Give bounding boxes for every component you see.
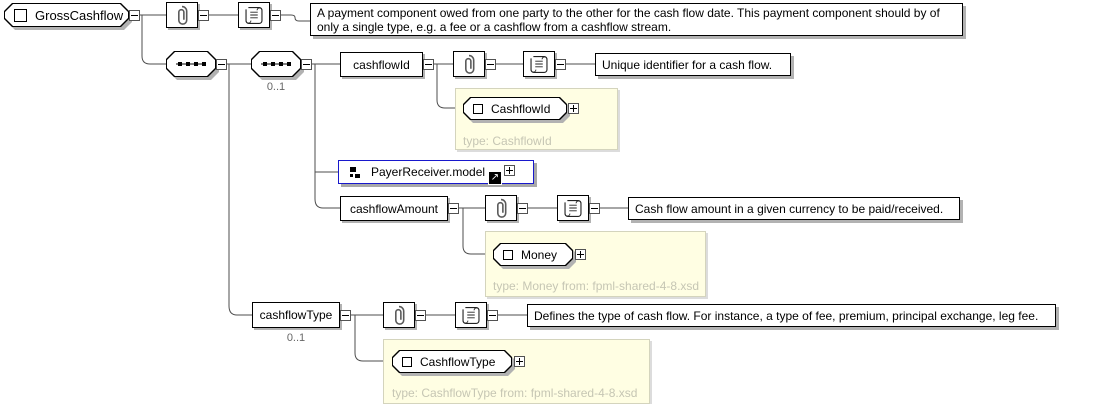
collapse-handle-cashflowamount-attrs[interactable]: [517, 203, 528, 214]
type-node-cashflowtype-label: CashflowType: [420, 354, 496, 369]
expand-handle-cashflowtype-type[interactable]: [514, 356, 525, 367]
occurrence-label-seq-inner: 0..1: [266, 81, 286, 93]
documentation-cashflowid-text: Unique identifier for a cash flow.: [602, 57, 773, 72]
element-box-cashflowid[interactable]: cashflowId: [340, 52, 423, 77]
attributes-box-cashflowtype[interactable]: [383, 302, 415, 328]
documentation-cashflowamount: Cash flow amount in a given currency to …: [628, 197, 960, 220]
expand-handle-cashflowid-type[interactable]: [568, 103, 579, 114]
element-label-cashflowtype: cashflowType: [259, 308, 333, 322]
annotation-box-cashflowid[interactable]: [523, 51, 555, 77]
element-box-cashflowamount[interactable]: cashflowAmount: [340, 196, 448, 221]
group-ref-label: PayerReceiver.model: [371, 165, 486, 179]
element-label-cashflowid: cashflowId: [353, 57, 410, 72]
collapse-handle-cashflowid-annot[interactable]: [555, 59, 566, 70]
collapse-handle-cashflowamount-annot[interactable]: [589, 203, 600, 214]
documentation-root-line2: only a single type, e.g. a fee or a cash…: [317, 19, 672, 34]
collapse-handle-cashflowtype[interactable]: [340, 310, 351, 321]
type-note-money: type: Money from: fpml-shared-4-8.xsd: [493, 279, 700, 293]
collapse-handle-root-attrs[interactable]: [198, 10, 209, 21]
element-label-cashflowamount: cashflowAmount: [349, 201, 439, 216]
annotation-box-root[interactable]: [238, 2, 270, 28]
type-node-cashflowid[interactable]: CashflowId: [463, 97, 567, 120]
type-node-money[interactable]: Money: [493, 243, 573, 266]
paperclip-icon: [465, 54, 475, 74]
root-element-grosscashflow[interactable]: GrossCashflow: [4, 3, 129, 27]
documentation-cashflowamount-text: Cash flow amount in a given currency to …: [635, 201, 944, 216]
collapse-handle-seq-inner[interactable]: [301, 59, 312, 70]
collapse-handle-root[interactable]: [129, 10, 140, 21]
element-square-icon: [402, 356, 412, 367]
annotation-box-cashflowtype[interactable]: [455, 302, 487, 328]
link-arrow-icon[interactable]: ↗: [488, 171, 502, 185]
paperclip-icon: [497, 198, 507, 218]
attributes-box-cashflowamount[interactable]: [485, 195, 517, 221]
expand-handle-money-type[interactable]: [575, 249, 586, 260]
type-node-cashflowid-label: CashflowId: [491, 101, 551, 116]
collapse-handle-cashflowid[interactable]: [423, 59, 434, 70]
attributes-box-root[interactable]: [166, 2, 198, 28]
paperclip-icon: [178, 5, 188, 25]
type-note-cashflowid: type: CashflowId: [463, 134, 552, 148]
annotation-scroll-icon: [245, 6, 263, 24]
element-box-cashflowtype[interactable]: cashflowType: [252, 302, 340, 328]
element-square-icon: [473, 103, 483, 114]
documentation-root: A payment component owed from one party …: [310, 3, 963, 36]
documentation-cashflowid: Unique identifier for a cash flow.: [595, 53, 791, 76]
occurrence-label-cashflowtype: 0..1: [286, 332, 306, 344]
annotation-box-cashflowamount[interactable]: [557, 195, 589, 221]
model-group-icon: [350, 166, 360, 178]
type-node-money-label: Money: [521, 247, 558, 262]
sequence-dots-icon: [261, 62, 291, 66]
paperclip-icon: [395, 305, 405, 325]
root-element-label: GrossCashflow: [35, 7, 124, 23]
documentation-cashflowtype-text: Defines the type of cash flow. For insta…: [534, 308, 1039, 323]
collapse-handle-seq-outer[interactable]: [216, 59, 227, 70]
annotation-scroll-icon: [530, 55, 548, 73]
element-square-icon: [14, 8, 27, 22]
collapse-handle-cashflowtype-annot[interactable]: [487, 310, 498, 321]
type-node-cashflowtype[interactable]: CashflowType: [392, 350, 512, 373]
element-square-icon: [503, 249, 513, 260]
collapse-handle-cashflowtype-attrs[interactable]: [415, 310, 426, 321]
expand-handle-payerreceiver[interactable]: [504, 165, 515, 176]
type-note-cashflowtype: type: CashflowType from: fpml-shared-4-8…: [392, 386, 638, 400]
sequence-compositor-inner[interactable]: [251, 51, 301, 77]
collapse-handle-cashflowid-attrs[interactable]: [485, 59, 496, 70]
attributes-box-cashflowid[interactable]: [453, 51, 485, 77]
documentation-root-line1: A payment component owed from one party …: [317, 5, 940, 20]
collapse-handle-root-annot[interactable]: [270, 10, 281, 21]
annotation-scroll-icon: [564, 199, 582, 217]
sequence-compositor-outer[interactable]: [166, 51, 216, 77]
annotation-scroll-icon: [462, 306, 480, 324]
collapse-handle-cashflowamount[interactable]: [448, 203, 459, 214]
sequence-dots-icon: [176, 62, 206, 66]
documentation-cashflowtype: Defines the type of cash flow. For insta…: [527, 304, 1056, 327]
